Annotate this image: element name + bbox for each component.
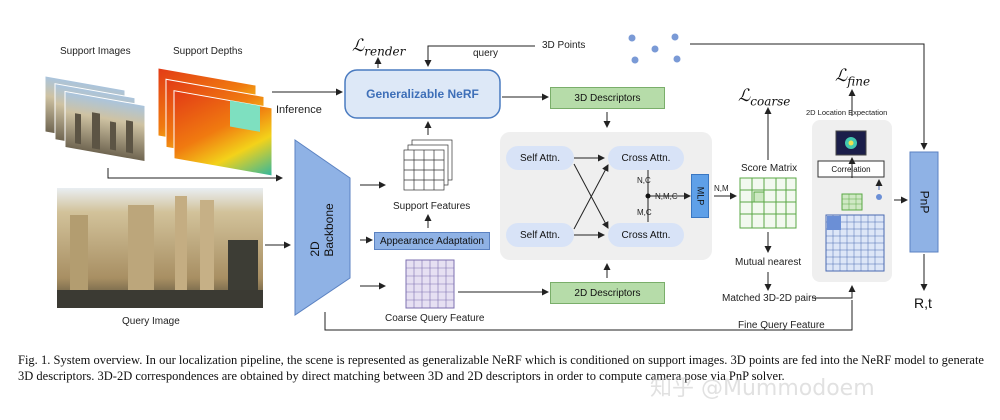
3d-descriptors-box: 3D Descriptors xyxy=(550,87,665,109)
query-image-label: Query Image xyxy=(122,316,180,327)
support-images-label: Support Images xyxy=(60,46,131,57)
support-depths-stack xyxy=(157,67,273,177)
appearance-adaptation-box: Appearance Adaptation xyxy=(374,232,490,250)
2d-descriptors-box: 2D Descriptors xyxy=(550,282,665,304)
loss-coarse: ℒcoarse xyxy=(738,86,791,109)
loss-render: ℒrender xyxy=(352,36,406,59)
matched-pairs-label: Matched 3D-2D pairs xyxy=(722,293,817,304)
query-label: query xyxy=(473,48,499,59)
mlp-label: MLP xyxy=(695,186,706,206)
nc-label: N,C xyxy=(637,176,651,185)
mlp-box: MLP xyxy=(691,174,709,218)
3d-points-cloud xyxy=(628,33,681,64)
attention-cross-arrows xyxy=(573,154,691,239)
nerf-box xyxy=(344,69,501,119)
inference-label: Inference xyxy=(276,104,322,116)
correlation-label: Correlation xyxy=(831,164,871,174)
connector-arrows xyxy=(107,43,928,331)
self-attn-bottom: Self Attn. xyxy=(506,223,574,247)
coarse-query-feature-grid xyxy=(405,259,455,309)
support-depths-label: Support Depths xyxy=(173,46,243,57)
pnp-box xyxy=(909,151,939,253)
self-attn-top: Self Attn. xyxy=(506,146,574,170)
merge-dot xyxy=(645,193,651,199)
3d-points-label: 3D Points xyxy=(542,40,586,51)
score-matrix-grid xyxy=(739,177,797,229)
local-window-grid xyxy=(841,193,863,211)
location-expectation-label: 2D Location Expectation xyxy=(806,108,888,117)
support-features-label: Support Features xyxy=(393,201,471,212)
support-features-grid xyxy=(403,139,453,191)
cross-attn-top: Cross Attn. xyxy=(608,146,684,170)
pnp-label-box: PnP xyxy=(910,152,938,252)
loss-fine: ℒfine xyxy=(835,66,871,89)
nmc-label: N,M,C xyxy=(655,192,678,201)
score-matrix-label: Score Matrix xyxy=(741,163,798,174)
backbone-label: 2D Backbone xyxy=(308,203,336,257)
figure-caption: Fig. 1. System overview. In our localiza… xyxy=(18,353,984,383)
cross-attn-bottom: Cross Attn. xyxy=(608,223,684,247)
rt-label: R,t xyxy=(914,295,932,311)
backbone-trapezoid xyxy=(294,139,351,316)
watermark-text: 知乎 @Mummodoem xyxy=(650,376,875,401)
mc-label: M,C xyxy=(637,208,652,217)
pnp-label: PnP xyxy=(917,190,931,214)
coarse-query-feature-label: Coarse Query Feature xyxy=(385,313,485,324)
fine-query-feature-label: Fine Query Feature xyxy=(738,320,825,331)
mutual-nearest-label: Mutual nearest xyxy=(735,257,802,268)
point-dot xyxy=(876,194,882,200)
support-images-stack xyxy=(44,75,146,163)
nm-label: N,M xyxy=(714,184,729,193)
system-overview-diagram: Support Images Support Depths Query Imag… xyxy=(44,33,939,331)
query-image-photo xyxy=(57,188,263,308)
fine-query-grid xyxy=(825,214,885,272)
nerf-title: Generalizable NeRF xyxy=(366,86,479,101)
